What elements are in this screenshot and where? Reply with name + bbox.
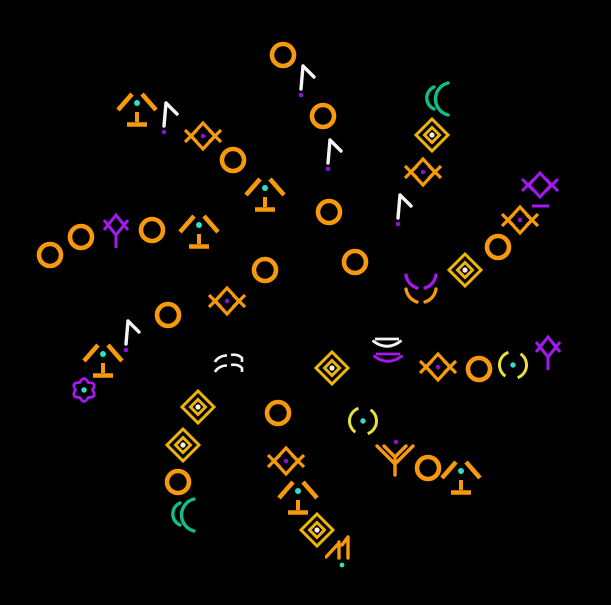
glyph-crescents-icon[interactable] — [167, 496, 199, 534]
glyph-kite-icon[interactable] — [102, 212, 130, 250]
glyph-dcross-icon[interactable] — [266, 445, 306, 477]
glyph-dcross_u-icon[interactable] — [520, 171, 560, 209]
glyph-tent-icon[interactable] — [276, 477, 320, 523]
glyph-ddiamond-icon[interactable] — [165, 427, 201, 463]
glyph-ring-icon[interactable] — [268, 40, 298, 70]
glyph-flag-icon[interactable] — [159, 100, 179, 136]
glyph-ring-icon[interactable] — [308, 101, 338, 131]
glyph-flag-icon[interactable] — [323, 137, 343, 173]
glyph-dcross-icon[interactable] — [403, 156, 443, 188]
glyph-ring-icon[interactable] — [413, 453, 443, 483]
glyph-crescents-icon[interactable] — [421, 80, 453, 118]
glyph-ring-icon[interactable] — [35, 240, 65, 270]
glyph-ring-icon[interactable] — [163, 467, 193, 497]
glyph-kite-icon[interactable] — [534, 334, 562, 372]
glyph-tent-icon[interactable] — [81, 340, 125, 386]
glyph-tent-icon[interactable] — [177, 211, 221, 257]
glyph-wavestack-icon[interactable] — [213, 352, 247, 378]
glyph-tent-icon[interactable] — [243, 174, 287, 220]
glyph-ring-icon[interactable] — [464, 354, 494, 384]
glyph-dcross-icon[interactable] — [500, 204, 540, 236]
glyph-ring-icon[interactable] — [218, 145, 248, 175]
glyph-ddiamond-icon[interactable] — [299, 512, 335, 548]
glyph-ring-icon[interactable] — [66, 222, 96, 252]
glyph-flag-icon[interactable] — [296, 63, 316, 99]
glyph-dcross-icon[interactable] — [183, 120, 223, 152]
glyph-flag-icon[interactable] — [121, 318, 141, 354]
glyph-dcross-icon[interactable] — [418, 351, 458, 383]
glyph-ring-icon[interactable] — [250, 255, 280, 285]
glyph-gear-icon[interactable] — [67, 373, 101, 407]
glyph-ddiamond-icon[interactable] — [314, 350, 350, 386]
glyph-tent-icon[interactable] — [439, 457, 483, 503]
glyph-ring-icon[interactable] — [340, 247, 370, 277]
glyph-ring-icon[interactable] — [314, 197, 344, 227]
glyph-ring-icon[interactable] — [153, 300, 183, 330]
glyph-flag-icon[interactable] — [393, 192, 413, 228]
glyph-ring-icon[interactable] — [483, 232, 513, 262]
glyph-lens-icon[interactable] — [372, 352, 404, 369]
glyph-upflags-icon[interactable] — [325, 535, 355, 569]
glyph-bcircle-icon[interactable] — [495, 347, 531, 383]
glyph-ddiamond-icon[interactable] — [447, 252, 483, 288]
glyph-vtrident-icon[interactable] — [374, 439, 416, 477]
glyph-ddiamond-icon[interactable] — [180, 389, 216, 425]
glyph-smile_split-icon[interactable] — [404, 273, 438, 291]
glyph-dcross-icon[interactable] — [207, 285, 247, 317]
glyph-smile_split-icon[interactable] — [404, 287, 438, 305]
glyph-lens-icon[interactable] — [371, 337, 403, 354]
glyph-tent-icon[interactable] — [115, 89, 159, 135]
glyph-ddiamond-icon[interactable] — [414, 117, 450, 153]
glyph-ring-icon[interactable] — [263, 398, 293, 428]
glyph-ring-icon[interactable] — [137, 215, 167, 245]
glyph-bcircle-icon[interactable] — [345, 403, 381, 439]
